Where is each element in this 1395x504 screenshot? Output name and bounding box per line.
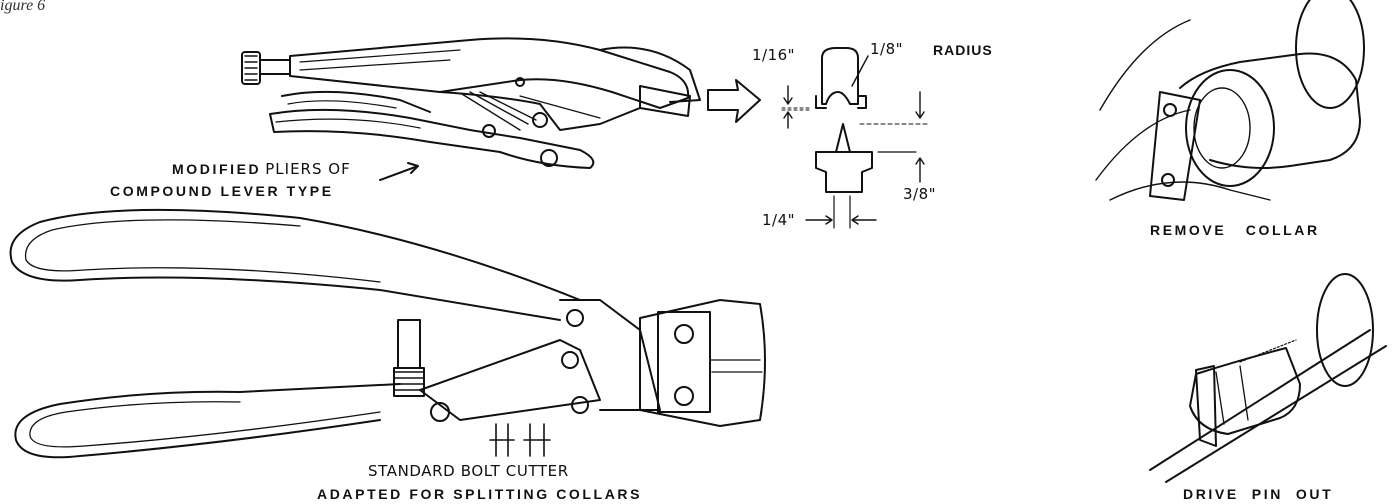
lower-link-plate [419, 339, 601, 421]
bolt-cutter-label-line1: STANDARD BOLT CUTTER [368, 462, 569, 480]
shaft [1179, 52, 1361, 169]
end-flange [1316, 273, 1374, 387]
link-plate [1149, 91, 1201, 201]
pliers-label-rest: PLIERS OF [265, 160, 351, 178]
pliers-label-line1: MODIFIED PLIERS OF [172, 162, 351, 178]
dim-quarter: 1/4" [762, 211, 796, 229]
jaw-detail-drawing [781, 47, 931, 229]
pliers-label-line2: COMPOUND LEVER TYPE [110, 183, 334, 199]
lower-point [835, 123, 851, 153]
dim-eighth: 1/8" [870, 40, 904, 58]
upper-punch [821, 47, 859, 105]
locking-pliers-drawing [241, 37, 701, 181]
collar [1189, 347, 1301, 435]
end-flange [1295, 0, 1365, 109]
bolt-cutter-label-line2: ADAPTED FOR SPLITTING COLLARS [317, 486, 643, 502]
drive-pin-out-label: DRIVE PIN OUT [1183, 486, 1334, 502]
adjusting-screw [259, 59, 291, 75]
upper-jaw-insert [639, 85, 691, 117]
drive-pin-drawing [1149, 273, 1387, 483]
lower-loop-handle [14, 383, 401, 459]
upper-loop-handle [9, 208, 561, 321]
threaded-collar [393, 367, 425, 397]
remove-collar-label: REMOVE COLLAR [1150, 222, 1320, 238]
lower-handle [269, 108, 595, 169]
dim-three-eighths: 3/8" [903, 185, 937, 203]
collar [1185, 69, 1275, 187]
jaw-plate [657, 311, 711, 413]
link-plate [1195, 365, 1217, 447]
lower-die [815, 151, 873, 193]
upper-handle [289, 37, 690, 109]
bolt-cutter-drawing [9, 208, 766, 459]
remove-collar-drawing [1095, 0, 1365, 201]
radius-label: RADIUS [933, 42, 993, 58]
to-detail-arrow [707, 79, 761, 123]
cutter-head [639, 299, 766, 427]
pliers-label-bold: MODIFIED [172, 161, 262, 177]
strut [397, 319, 421, 369]
dim-sixteenth: 1/16" [752, 46, 796, 64]
pliers-leader-arrow [379, 165, 419, 181]
figure-caption: igure 6 [0, 0, 46, 14]
